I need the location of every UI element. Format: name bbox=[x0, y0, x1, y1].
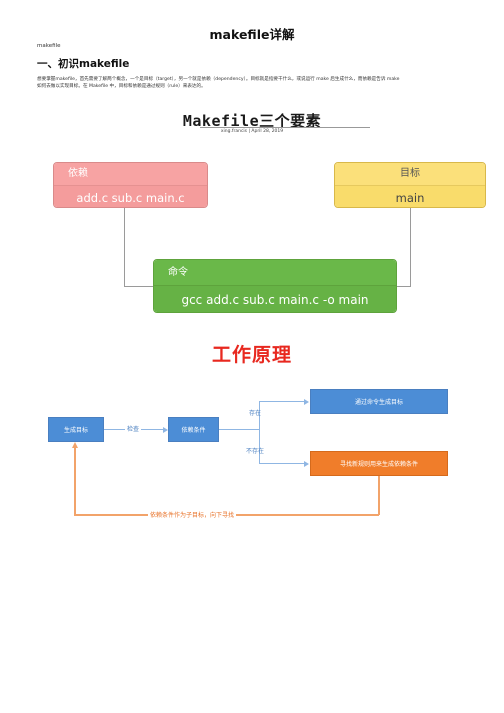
intro-line: 想要掌握makefile，首先需要了解两个概念，一个是目标（target），另一… bbox=[37, 77, 400, 82]
dependency-header: 依赖 bbox=[54, 163, 207, 186]
arrow-right-icon bbox=[304, 460, 309, 467]
loop-line bbox=[74, 448, 76, 515]
find-rule-box: 寻找新规则用来生成依赖条件 bbox=[310, 451, 448, 476]
flow-line bbox=[259, 401, 260, 463]
command-body: gcc add.c sub.c main.c -o main bbox=[154, 286, 396, 312]
figure-subtitle: xing.francis | April 28, 2019 bbox=[220, 129, 284, 134]
not-exists-label: 不存在 bbox=[246, 448, 265, 455]
section-heading: 一、初识makefile bbox=[37, 58, 130, 70]
dependency-body: add.c sub.c main.c bbox=[54, 186, 207, 207]
dependency-box: 依赖 add.c sub.c main.c bbox=[53, 162, 208, 208]
figure-divider bbox=[200, 127, 370, 128]
check-label: 检查 bbox=[125, 424, 142, 433]
via-command-box: 通过命令生成目标 bbox=[310, 389, 448, 414]
breadcrumb[interactable]: makefile bbox=[37, 43, 61, 49]
target-box: 目标 main bbox=[334, 162, 486, 208]
generate-target-box: 生成目标 bbox=[48, 417, 104, 442]
via-command-label: 通过命令生成目标 bbox=[354, 399, 403, 406]
arrow-right-icon bbox=[163, 426, 168, 433]
flow-line bbox=[219, 429, 259, 430]
flow-line bbox=[259, 401, 305, 402]
target-header: 目标 bbox=[335, 163, 485, 186]
command-box: 命令 gcc add.c sub.c main.c -o main bbox=[153, 259, 397, 313]
recursive-note: 依赖条件作为子目标，向下寻找 bbox=[148, 510, 237, 519]
dependency-condition-box: 依赖条件 bbox=[168, 417, 219, 442]
page-title: makefile详解 bbox=[209, 27, 295, 42]
target-body: main bbox=[335, 186, 485, 207]
exists-label: 存在 bbox=[249, 410, 262, 417]
arrow-up-icon bbox=[71, 442, 78, 448]
command-header: 命令 bbox=[154, 260, 396, 286]
find-rule-label: 寻找新规则用来生成依赖条件 bbox=[339, 461, 418, 468]
dependency-condition-label: 依赖条件 bbox=[181, 427, 206, 434]
principle-title: 工作原理 bbox=[211, 344, 292, 366]
flow-line bbox=[259, 463, 305, 464]
intro-paragraph: 想要掌握makefile，首先需要了解两个概念，一个是目标（target），另一… bbox=[37, 76, 467, 90]
figure-title: Makefile三个要素 bbox=[182, 112, 322, 130]
intro-line: 如何去做以实现目标。在 Makefile 中，目标和依赖是通过规则（rule）来… bbox=[37, 84, 206, 89]
loop-line bbox=[378, 476, 380, 515]
generate-target-label: 生成目标 bbox=[63, 427, 88, 434]
connector-line bbox=[397, 286, 411, 287]
connector-line bbox=[410, 208, 411, 286]
arrow-right-icon bbox=[304, 398, 309, 405]
connector-line bbox=[124, 286, 153, 287]
connector-line bbox=[124, 208, 125, 286]
